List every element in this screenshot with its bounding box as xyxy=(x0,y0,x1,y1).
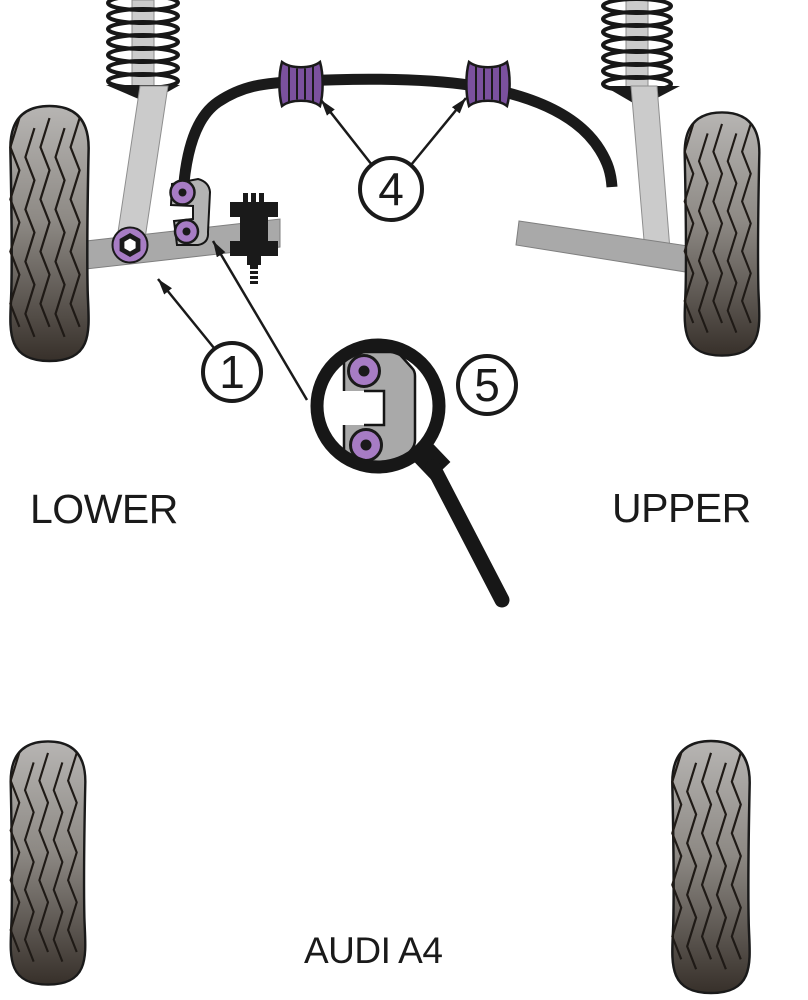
label-vehicle: AUDI A4 xyxy=(304,930,442,971)
magnified-drop-link xyxy=(338,351,417,461)
magnified-bracket-notch xyxy=(338,391,384,425)
callout-1-arrow xyxy=(157,278,215,349)
strut-left xyxy=(114,85,169,253)
strut-right xyxy=(630,85,671,253)
callout-4: 4 xyxy=(358,156,424,222)
callout-4-arrow-right xyxy=(410,97,467,166)
callout-4-number: 4 xyxy=(378,163,404,215)
front-right-suspension xyxy=(515,0,761,357)
anti-roll-bar-bushing-right xyxy=(465,59,511,109)
magnifier-handle xyxy=(425,459,510,608)
magnifier-icon xyxy=(310,338,510,608)
rear-right-wheel xyxy=(670,739,752,995)
label-upper: UPPER xyxy=(612,485,751,531)
callout-4-arrow-left xyxy=(320,99,373,166)
front-right-wheel xyxy=(683,111,761,357)
coil-spring-left-icon xyxy=(106,0,180,90)
arm-mount-clamp xyxy=(230,193,278,284)
callout-5: 5 xyxy=(456,354,518,416)
drop-link-bushing-bottom-bore xyxy=(182,227,191,236)
front-left-suspension xyxy=(9,0,281,363)
drop-link-bushing-top-bore xyxy=(178,188,187,197)
arm-front-bushing xyxy=(111,226,149,264)
anti-roll-bar xyxy=(177,73,618,195)
rear-left-wheel xyxy=(9,740,87,986)
callout-5-number: 5 xyxy=(474,359,500,411)
magnifier-ring xyxy=(310,338,446,474)
label-lower: LOWER xyxy=(30,486,178,532)
magnifier-pointer-line xyxy=(211,240,309,401)
anti-roll-bar-bushing-left xyxy=(278,59,324,109)
callout-1-number: 1 xyxy=(219,346,245,398)
callout-1: 1 xyxy=(201,341,263,403)
front-left-wheel xyxy=(9,104,90,363)
